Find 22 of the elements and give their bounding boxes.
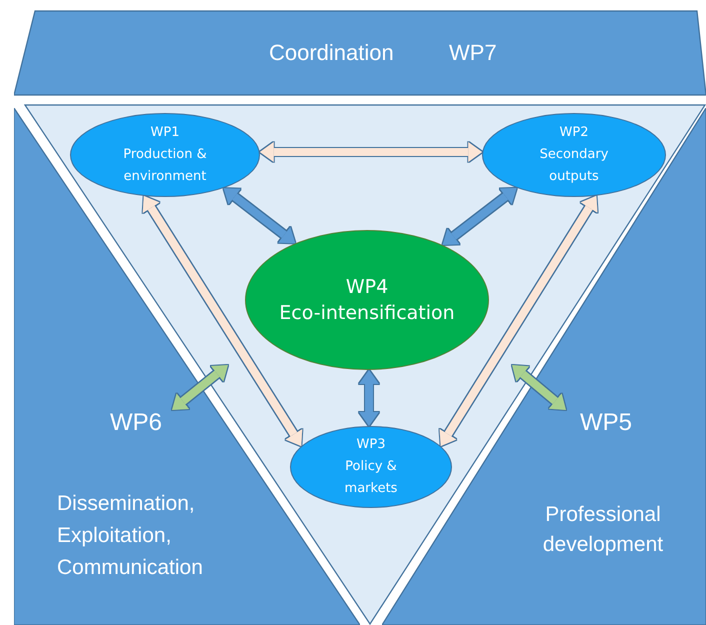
double-arrow [440, 196, 596, 446]
package-title: Production & environment [122, 146, 208, 186]
package-title: Professional development [542, 502, 664, 558]
package-number: WP2 [560, 124, 588, 142]
package-number: WP6 [110, 408, 162, 438]
double-arrow [362, 370, 376, 426]
package-number: WP3 [356, 436, 386, 454]
package-number: WP1 [150, 124, 180, 142]
package-number: WP5 [580, 408, 632, 438]
package-title: Policy & markets [344, 458, 398, 498]
band-title: Coordination [269, 39, 394, 67]
double-arrow [512, 365, 566, 410]
double-arrow [224, 188, 296, 244]
package-title: Eco-intensification [279, 301, 455, 326]
package-title: Dissemination, Exploitation, Communication [57, 491, 204, 581]
package-title: Secondary outputs [538, 146, 610, 186]
double-arrow [144, 196, 302, 446]
double-arrow [442, 188, 517, 245]
double-arrow [172, 365, 228, 410]
package-number: WP7 [449, 39, 497, 67]
package-number: WP4 [346, 275, 388, 300]
double-arrow [260, 145, 482, 159]
